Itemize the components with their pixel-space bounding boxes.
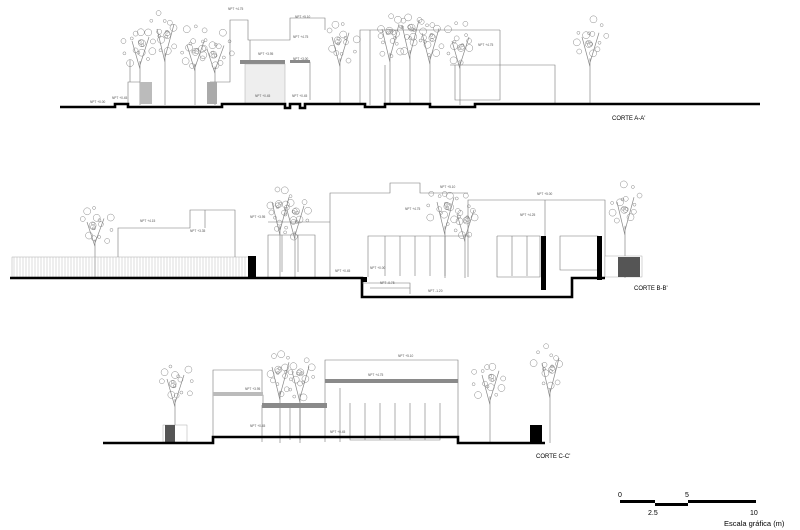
- tree-icon: [390, 13, 427, 105]
- tree-icon: [529, 343, 563, 443]
- level-label: NPT +3.00: [293, 57, 308, 61]
- level-label: NPT +0.00: [90, 100, 105, 104]
- level-label: NPT +4.75: [368, 373, 383, 377]
- tree-icon: [426, 191, 461, 278]
- slab: [290, 60, 310, 63]
- level-label: NPT +0.45: [250, 424, 265, 428]
- level-label: NPT +4.75: [228, 7, 243, 11]
- level-label: NPT +4.25: [520, 213, 535, 217]
- tree-icon: [573, 15, 610, 105]
- level-label: NPT +0.45: [255, 94, 270, 98]
- wall-cut: [541, 236, 546, 290]
- section-a-a: CORTE A-A' NPT +4.75 NPT +5.10 NPT +4.75…: [60, 7, 760, 122]
- scale-caption: Escala gráfica (m): [724, 519, 785, 528]
- section-c-c: CORTE C-C' NPT +5.10 NPT +4.75 NPT +3.95…: [103, 354, 570, 460]
- level-label: NPT +0.45: [335, 269, 350, 273]
- level-label: NPT +5.10: [295, 15, 310, 19]
- tree-icon: [266, 186, 298, 278]
- tree-icon: [446, 192, 479, 278]
- tree-icon: [608, 180, 643, 278]
- glass-block: [244, 63, 286, 105]
- level-label: NPT -1.20: [428, 289, 443, 293]
- tree-icon: [79, 206, 115, 278]
- section-title: CORTE C-C': [536, 454, 570, 460]
- tree-icon: [471, 363, 506, 443]
- section-title: CORTE A-A': [612, 116, 645, 122]
- level-label: NPT +4.15: [140, 219, 155, 223]
- level-label: NPT +5.00: [537, 192, 552, 196]
- trees-layer: [79, 10, 643, 443]
- slab: [325, 379, 458, 383]
- level-label: NPT -0.75: [380, 281, 395, 285]
- level-label: NPT +4.75: [478, 43, 493, 47]
- slab: [262, 403, 327, 408]
- wall-cut: [248, 256, 256, 277]
- tree-icon: [444, 21, 474, 105]
- planter: [165, 425, 175, 442]
- tree-icon: [377, 13, 405, 105]
- level-label: NPT +3.35: [190, 229, 205, 233]
- wall-cut: [530, 425, 542, 442]
- wall-cut: [597, 236, 602, 280]
- level-label: NPT +0.45: [112, 96, 127, 100]
- section-title: CORTE B-B': [634, 286, 668, 292]
- level-label: NPT +0.45: [292, 94, 307, 98]
- level-label: NPT +5.10: [398, 354, 413, 358]
- section-b-b: CORTE B-B' NPT +4.15 NPT +5.10 NPT +4.75…: [10, 182, 668, 299]
- level-label: NPT +0.00: [370, 266, 385, 270]
- tree-icon: [159, 364, 194, 443]
- level-label: NPT +0.45: [330, 430, 345, 434]
- level-label: NPT +3.95: [258, 52, 273, 56]
- scale-tick: 0: [618, 492, 622, 499]
- slab: [213, 392, 263, 396]
- scale-tick: 10: [750, 510, 758, 517]
- tree-icon: [326, 20, 361, 105]
- stair-hatch: [140, 82, 152, 104]
- tree-icon: [180, 24, 208, 105]
- level-label: NPT +3.95: [250, 215, 265, 219]
- wall-hatch: [207, 82, 217, 104]
- level-label: NPT +5.10: [440, 185, 455, 189]
- scale-tick: 2.5: [648, 510, 658, 517]
- level-label: NPT +4.75: [405, 207, 420, 211]
- fence-hatch: [13, 257, 246, 277]
- level-label: NPT +3.95: [245, 387, 260, 391]
- tree-icon: [144, 10, 178, 105]
- tree-icon: [266, 350, 300, 443]
- level-label: NPT +4.75: [293, 35, 308, 39]
- tree-icon: [409, 17, 445, 105]
- scale-bar: 0 2.5 5 10 Escala gráfica (m): [618, 492, 785, 528]
- planter: [618, 257, 640, 277]
- slab: [240, 60, 285, 64]
- scale-tick: 5: [685, 492, 689, 499]
